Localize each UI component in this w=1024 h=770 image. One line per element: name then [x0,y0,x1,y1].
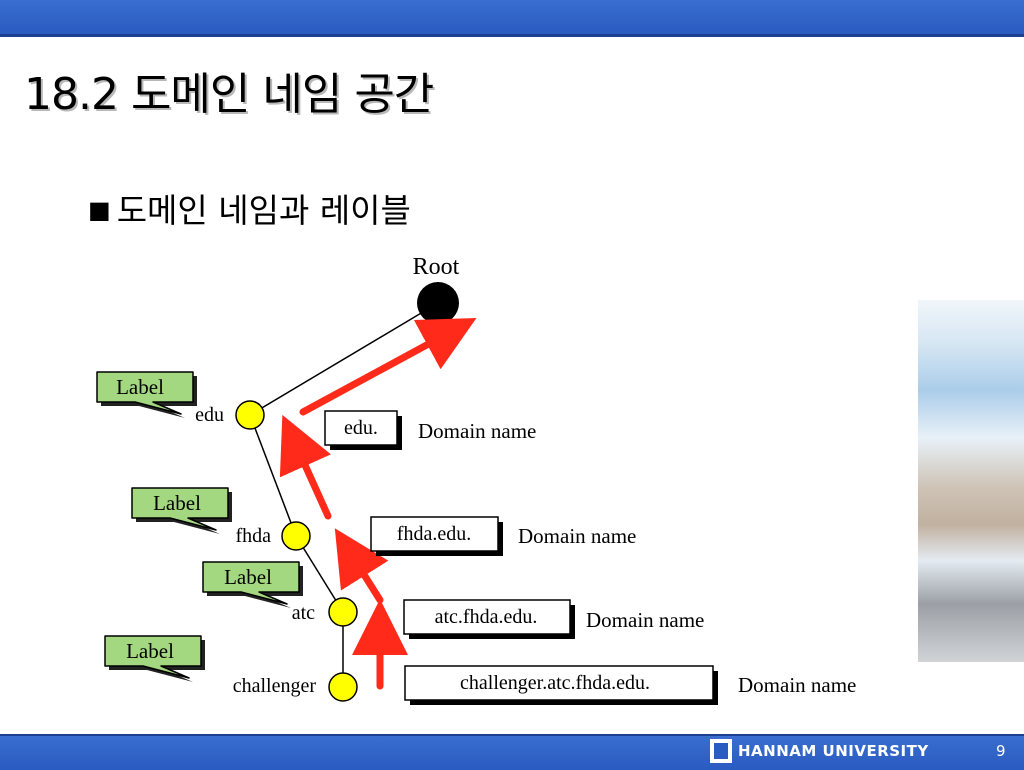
callout-text-atc: Label [224,565,272,589]
domain-caption-edu: Domain name [418,419,536,443]
domain-box-atc: atc.fhda.edu. [403,599,575,639]
domain-box-edu: edu. [324,410,402,450]
root-node [417,282,459,324]
root-label: Root [413,254,460,280]
bullet-text: 도메인 네임과 레이블 [116,191,411,230]
domain-text-edu: edu. [344,417,378,439]
domain-caption-challenger: Domain name [738,673,856,697]
bottom-bar [0,734,1024,770]
arrow-fhda-to-edu [279,414,332,520]
bullet-marker: ■ [88,196,111,224]
arrow-atc-to-fhda [334,528,389,604]
callout-fhda: Label [131,487,232,534]
domain-caption-fhda: Domain name [518,524,636,548]
callout-text-edu: Label [116,375,164,399]
edge-edu-fhda [249,414,297,537]
domain-box-fhda: fhda.edu. [370,516,503,556]
domain-box-challenger: challenger.atc.fhda.edu. [404,665,718,705]
domain-caption-atc: Domain name [586,608,704,632]
callout-atc: Label [202,561,303,608]
edge-root-edu [249,302,439,416]
node-challenger [328,672,358,702]
domain-text-atc: atc.fhda.edu. [435,606,538,628]
callout-text-fhda: Label [153,491,201,515]
node-edu [235,400,265,430]
domain-text-fhda: fhda.edu. [397,523,471,545]
tree-edges [249,302,439,687]
node-fhda [281,521,311,551]
slide-title: 18.2 도메인 네임 공간 [24,69,434,120]
background-photo [918,300,1024,662]
callout-edu: Label [96,371,197,418]
node-label-edu: edu [195,404,224,426]
node-label-fhda: fhda [235,525,271,547]
callout-challenger: Label [104,635,205,682]
university-logo: HANNAM UNIVERSITY [710,738,929,764]
top-bar [0,0,1024,37]
node-label-challenger: challenger [233,675,317,697]
arrow-edu-to-root [299,317,477,416]
university-emblem-icon [710,739,732,763]
domain-text-challenger: challenger.atc.fhda.edu. [460,672,650,694]
node-atc [328,597,358,627]
edge-fhda-atc [295,535,344,613]
red-arrows [279,317,477,690]
university-name: HANNAM UNIVERSITY [738,742,929,760]
callout-text-challenger: Label [126,639,174,663]
node-label-atc: atc [292,602,315,624]
bullet-item: ■도메인 네임과 레이블 [88,184,411,232]
page-number: 9 [996,742,1006,760]
